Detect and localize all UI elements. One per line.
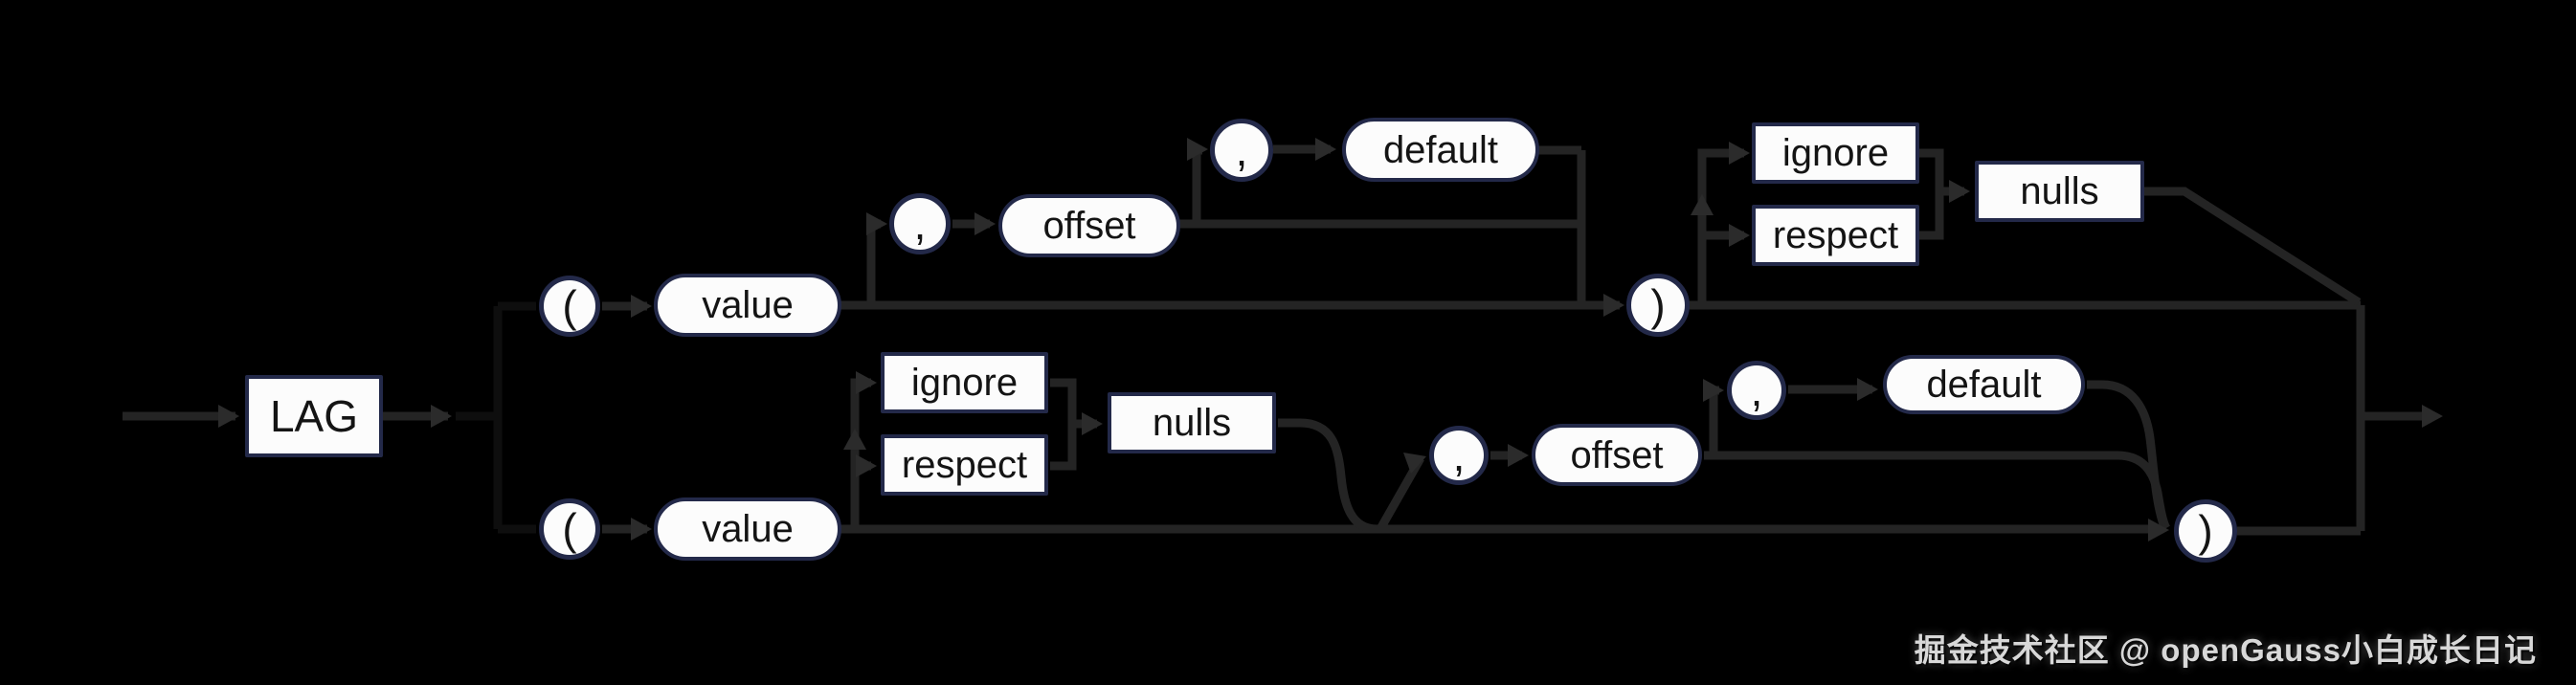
node-nulls-bottom: nulls xyxy=(1108,392,1276,453)
node-open-paren-bottom: ( xyxy=(539,498,600,560)
node-ignore-top: ignore xyxy=(1752,122,1919,184)
node-default-bottom: default xyxy=(1883,355,2085,414)
node-comma2-bottom: , xyxy=(1727,361,1786,420)
node-ignore-bottom: ignore xyxy=(881,352,1048,413)
node-default-top: default xyxy=(1342,118,1539,182)
node-respect-top: respect xyxy=(1752,205,1919,266)
watermark: 掘金技术社区 @ openGauss小白成长日记 xyxy=(1914,632,2537,668)
node-value-top: value xyxy=(654,274,841,337)
node-respect-bottom: respect xyxy=(881,434,1048,496)
node-offset-top: offset xyxy=(998,194,1180,257)
node-comma1-bottom: , xyxy=(1429,426,1489,485)
node-lag: LAG xyxy=(245,375,383,457)
node-value-bottom: value xyxy=(654,497,841,561)
node-close-paren-bottom: ) xyxy=(2174,499,2237,563)
node-comma2-top: , xyxy=(1210,119,1273,182)
node-close-paren-top: ) xyxy=(1626,274,1690,337)
node-nulls-top: nulls xyxy=(1975,161,2144,222)
node-comma1-top: , xyxy=(889,193,951,254)
node-open-paren-top: ( xyxy=(539,276,600,337)
node-offset-bottom: offset xyxy=(1532,424,1702,486)
